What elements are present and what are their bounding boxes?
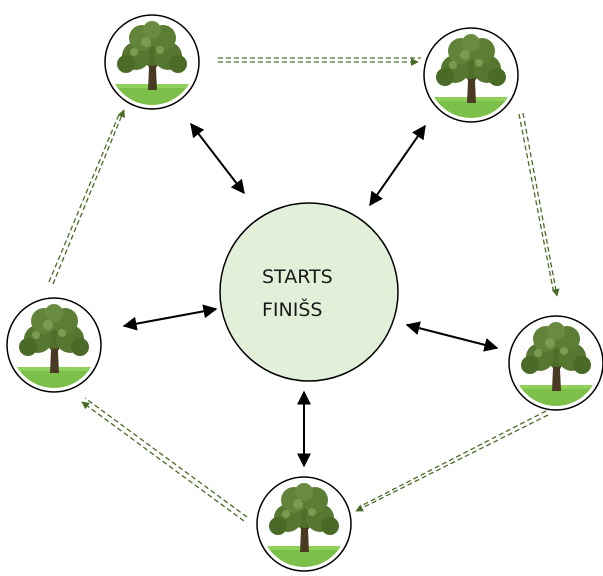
station-top-left <box>104 14 200 110</box>
start-finish-node: STARTS FINIŠS <box>219 202 399 382</box>
station-left <box>6 297 102 393</box>
route-arrow-right-to-bottom <box>355 410 549 512</box>
route-arrows <box>48 57 560 522</box>
link-arrow-right <box>405 321 499 352</box>
station-right <box>508 315 603 411</box>
route-arrow-topleft-to-topright <box>218 57 421 66</box>
station-top-right <box>423 27 519 123</box>
route-arrow-bottom-to-left <box>81 397 248 522</box>
link-arrows <box>122 122 499 468</box>
station-bottom <box>256 476 352 572</box>
start-finish-circle <box>219 202 399 382</box>
link-arrow-topleft <box>190 122 245 195</box>
link-arrow-topright <box>369 124 426 207</box>
route-arrow-topright-to-right <box>518 112 560 297</box>
start-label: STARTS <box>262 266 333 288</box>
finish-label: FINIŠS <box>262 297 322 321</box>
link-arrow-left <box>122 304 218 331</box>
route-arrow-left-to-topleft <box>48 109 125 285</box>
